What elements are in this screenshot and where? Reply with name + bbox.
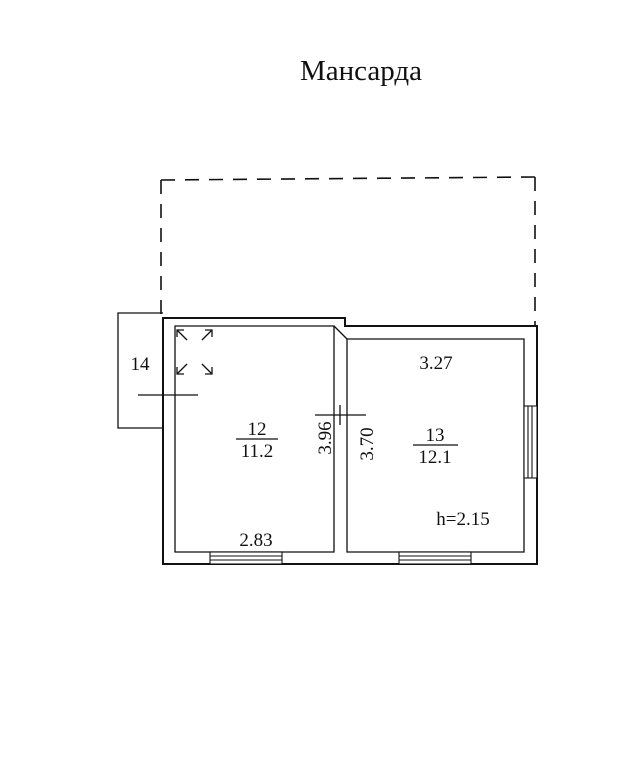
outer-walls <box>162 317 538 565</box>
dim-room12-length: 3.96 <box>315 421 336 454</box>
room-13-number: 13 <box>426 425 445 446</box>
window-bottom-left <box>209 551 283 565</box>
dim-room12-width: 2.83 <box>239 530 272 551</box>
room-12-number: 12 <box>248 419 267 440</box>
room-14-outline <box>117 312 198 429</box>
window-right <box>523 405 538 479</box>
ventilation-symbol <box>176 329 213 375</box>
roof-outline-dashed <box>160 176 536 325</box>
dimension-tick <box>315 405 366 425</box>
room-14-number: 14 <box>131 354 151 375</box>
dim-room13-width: 3.27 <box>419 353 452 374</box>
room-12-area: 11.2 <box>241 441 274 462</box>
plan-title: Мансарда <box>300 55 422 87</box>
room-13-area: 12.1 <box>418 447 451 468</box>
ceiling-height: h=2.15 <box>436 509 489 530</box>
window-bottom-right <box>398 551 472 565</box>
dim-room13-length: 3.70 <box>357 427 378 460</box>
